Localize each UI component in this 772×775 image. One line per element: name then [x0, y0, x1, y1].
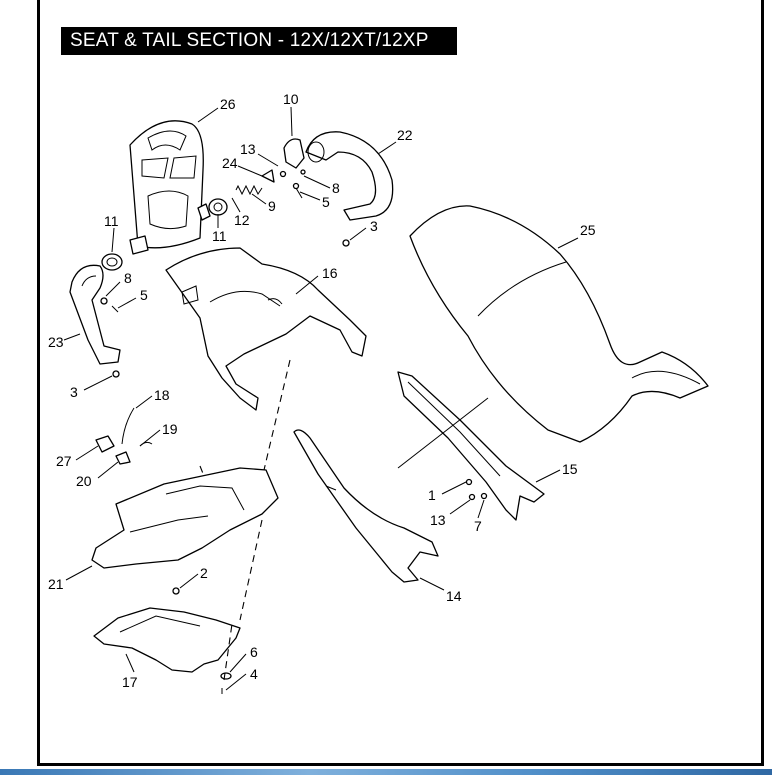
callout-19: 19	[162, 421, 178, 437]
seat-part	[409, 205, 709, 443]
callout-1: 1	[428, 487, 436, 503]
left-side-rail-part	[69, 264, 121, 365]
callout-25: 25	[580, 222, 596, 238]
diagram-title: SEAT & TAIL SECTION - 12X/12XT/12XP	[61, 27, 457, 55]
callout-15: 15	[562, 461, 578, 477]
right-grab-handle-part	[305, 131, 394, 221]
callout-8: 8	[332, 180, 340, 196]
callout-20: 20	[76, 473, 92, 489]
callout-12: 12	[234, 212, 250, 228]
callout-17: 17	[122, 674, 138, 690]
callout-24: 24	[222, 155, 238, 171]
callout-3: 3	[70, 384, 78, 400]
leader-lines	[63, 106, 579, 691]
callout-13: 13	[240, 141, 256, 157]
diagram-frame	[37, 0, 764, 766]
callout-5: 5	[140, 287, 148, 303]
callout-5: 5	[322, 194, 330, 210]
callout-4: 4	[250, 666, 258, 682]
latch-bracket-part	[283, 138, 305, 169]
bottom-scroll-strip	[0, 769, 772, 775]
callout-27: 27	[56, 453, 72, 469]
callout-8: 8	[124, 270, 132, 286]
callout-11: 11	[104, 213, 119, 229]
callout-18: 18	[154, 387, 170, 403]
callout-labels: 26 10 22 13 24 8 9 12 5 11 11 3 25 8 5 1…	[48, 91, 596, 690]
small-hardware	[100, 169, 488, 694]
callout-9: 9	[268, 198, 276, 214]
backrest-pad-part	[129, 120, 211, 255]
tail-fender-part	[165, 247, 367, 411]
callout-11: 11	[212, 228, 227, 244]
callout-3: 3	[370, 218, 378, 234]
callout-6: 6	[250, 644, 258, 660]
assembly-lines	[199, 359, 489, 681]
callout-26: 26	[220, 96, 236, 112]
callout-21: 21	[48, 576, 64, 592]
tail-light-housing-part	[91, 467, 279, 569]
callout-10: 10	[283, 91, 299, 107]
callout-22: 22	[397, 127, 413, 143]
callout-14: 14	[446, 588, 462, 604]
callout-16: 16	[322, 265, 338, 281]
callout-13: 13	[430, 512, 446, 528]
wire-harness-part	[95, 407, 153, 465]
lower-bracket-part	[93, 607, 241, 673]
callout-2: 2	[200, 565, 208, 581]
fender-trim-part	[293, 429, 439, 583]
callout-7: 7	[474, 518, 482, 534]
callout-23: 23	[48, 334, 64, 350]
